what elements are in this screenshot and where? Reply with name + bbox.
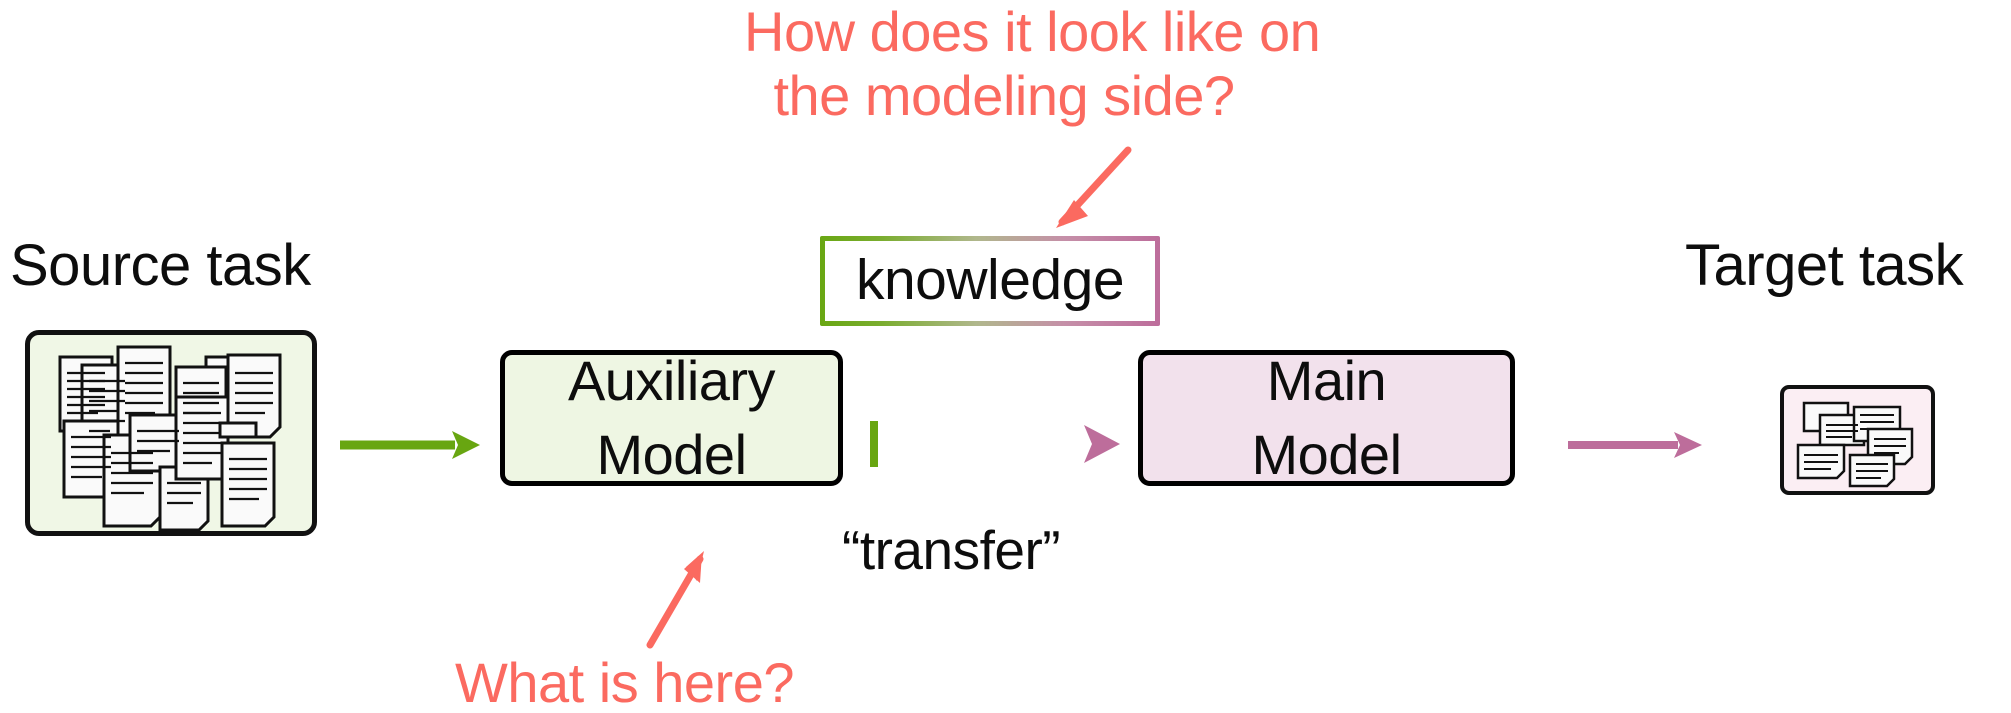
target-documents-icon [1796,401,1914,488]
annotation-modeling-side-line2: the modeling side? [773,64,1235,128]
main-model-box: Main Model [1138,349,1515,486]
annotation-what-is-here: What is here? [455,651,795,713]
main-model-line2: Model [1251,423,1402,486]
auxiliary-model-line2: Model [596,423,747,486]
main-model-line1: Main [1266,349,1387,413]
arrow-transfer-auxiliary-to-main-icon [870,421,1120,467]
source-task-label: Source task [10,233,311,298]
auxiliary-model-line1: Auxiliary [567,349,776,413]
annotation-modeling-side-line1: How does it look like on [744,0,1321,63]
auxiliary-model-box: Auxiliary Model [500,349,843,486]
arrow-source-to-auxiliary-icon [340,431,480,459]
knowledge-box: knowledge [820,236,1160,326]
knowledge-label: knowledge [855,247,1125,312]
annotation-modeling-side: How does it look like on the modeling si… [744,0,1321,129]
source-task-documents-panel [25,330,317,536]
source-documents-icon [58,345,282,531]
transfer-label: “transfer” [842,519,1061,581]
annotation-arrow-to-auxiliary-icon [646,551,704,649]
knowledge-box-inner: knowledge [825,241,1155,321]
target-task-documents-panel [1780,385,1935,495]
annotation-arrow-to-knowledge-icon [1056,146,1132,228]
arrow-main-to-target-icon [1568,432,1702,458]
target-task-label: Target task [1685,233,1964,298]
